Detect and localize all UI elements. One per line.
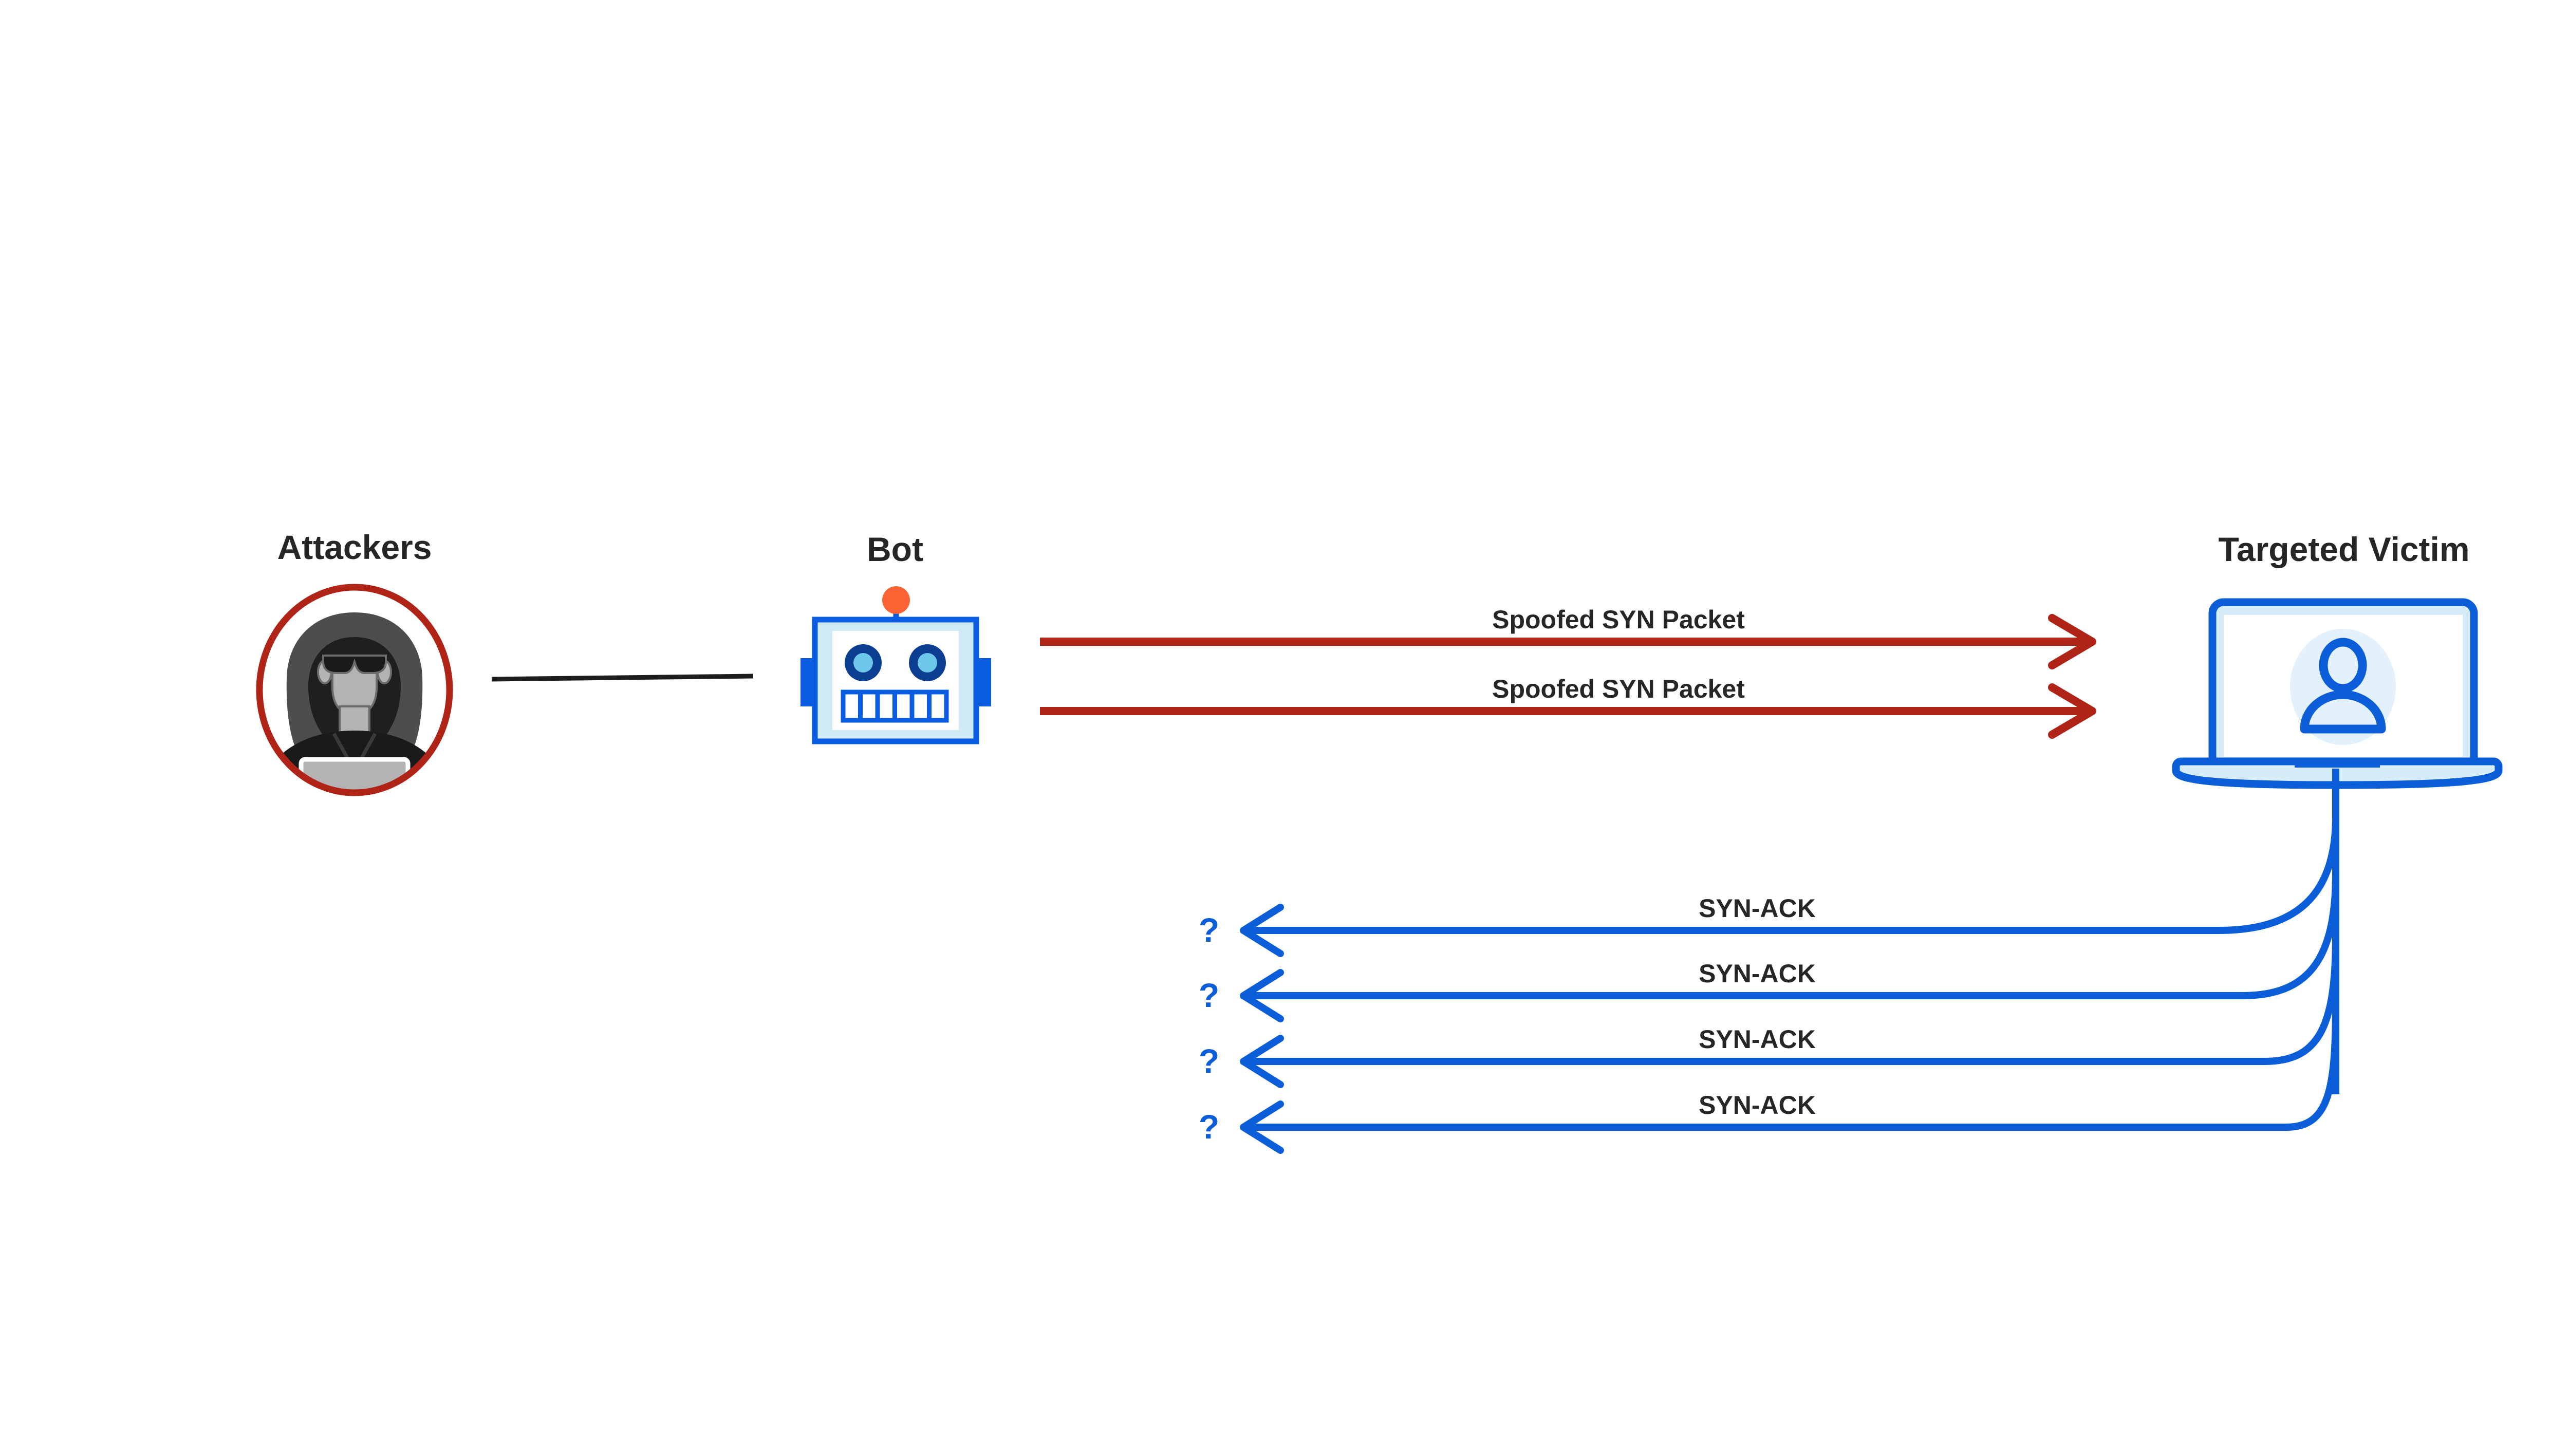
- spoofed-syn-row: Spoofed SYN Packet: [1040, 675, 2096, 739]
- attacker-ring: [256, 584, 453, 796]
- hacker-in-circle-icon: [256, 584, 453, 796]
- syn-ack-line: [1250, 816, 2339, 934]
- attackers-label: Attackers: [277, 528, 432, 566]
- robot-pupil-right: [918, 653, 937, 673]
- unknown-source-marker: ?: [1199, 1108, 1219, 1146]
- spoofed-syn-label: Spoofed SYN Packet: [1492, 675, 1745, 703]
- syn-ack-line: [1250, 873, 2339, 999]
- syn-ack-arrowhead: [1240, 1100, 1284, 1154]
- unknown-source-marker: ?: [1199, 1042, 1219, 1080]
- targeted-victim-label: Targeted Victim: [2218, 530, 2469, 568]
- sunglasses-icon: [322, 655, 387, 674]
- syn-ack-row: ? SYN-ACK: [1199, 935, 2339, 1088]
- syn-ack-arrowhead: [1240, 969, 1284, 1022]
- avatar-head: [2319, 638, 2367, 693]
- syn-ack-label: SYN-ACK: [1699, 894, 1816, 923]
- hacker-figure: [259, 612, 450, 793]
- syn-ack-label: SYN-ACK: [1699, 959, 1816, 988]
- syn-ack-row: ? SYN-ACK: [1199, 873, 2339, 1022]
- spoofed-syn-arrowhead: [2048, 683, 2096, 739]
- attacker-bot-link: [491, 674, 754, 682]
- spoofed-syn-packet-flows: Spoofed SYN Packet Spoofed SYN Packet: [1040, 605, 2096, 739]
- syn-ack-arrowhead: [1240, 904, 1284, 957]
- avatar: [2290, 629, 2396, 745]
- syn-ack-arrowhead: [1240, 1035, 1284, 1088]
- spoofed-syn-row: Spoofed SYN Packet: [1040, 605, 2096, 669]
- syn-ack-line: [1250, 1001, 2339, 1131]
- syn-ack-row: ? SYN-ACK: [1199, 1001, 2339, 1154]
- syn-ack-label: SYN-ACK: [1699, 1091, 1816, 1119]
- laptop-notch: [2295, 762, 2380, 768]
- spoofed-syn-label: Spoofed SYN Packet: [1492, 605, 1745, 634]
- syn-ack-response-flows: ? SYN-ACK ? SYN-ACK ? SYN-ACK ?: [1199, 769, 2339, 1154]
- robot-mouth: [841, 689, 949, 723]
- robot-antenna-dot: [882, 586, 910, 614]
- spoofed-syn-arrowhead: [2048, 614, 2096, 669]
- syn-ack-label: SYN-ACK: [1699, 1025, 1816, 1054]
- bot-label: Bot: [867, 530, 923, 568]
- unknown-source-marker: ?: [1199, 911, 1219, 949]
- laptop-screen: [299, 757, 411, 793]
- syn-ack-line: [1250, 935, 2339, 1065]
- robot-pupil-left: [853, 653, 873, 673]
- robot-icon: [801, 586, 991, 744]
- unknown-source-marker: ?: [1199, 976, 1219, 1014]
- syn-ack-row: ? SYN-ACK: [1199, 816, 2339, 957]
- avatar-shoulders: [2300, 690, 2386, 734]
- laptop-user-icon: [2172, 598, 2503, 789]
